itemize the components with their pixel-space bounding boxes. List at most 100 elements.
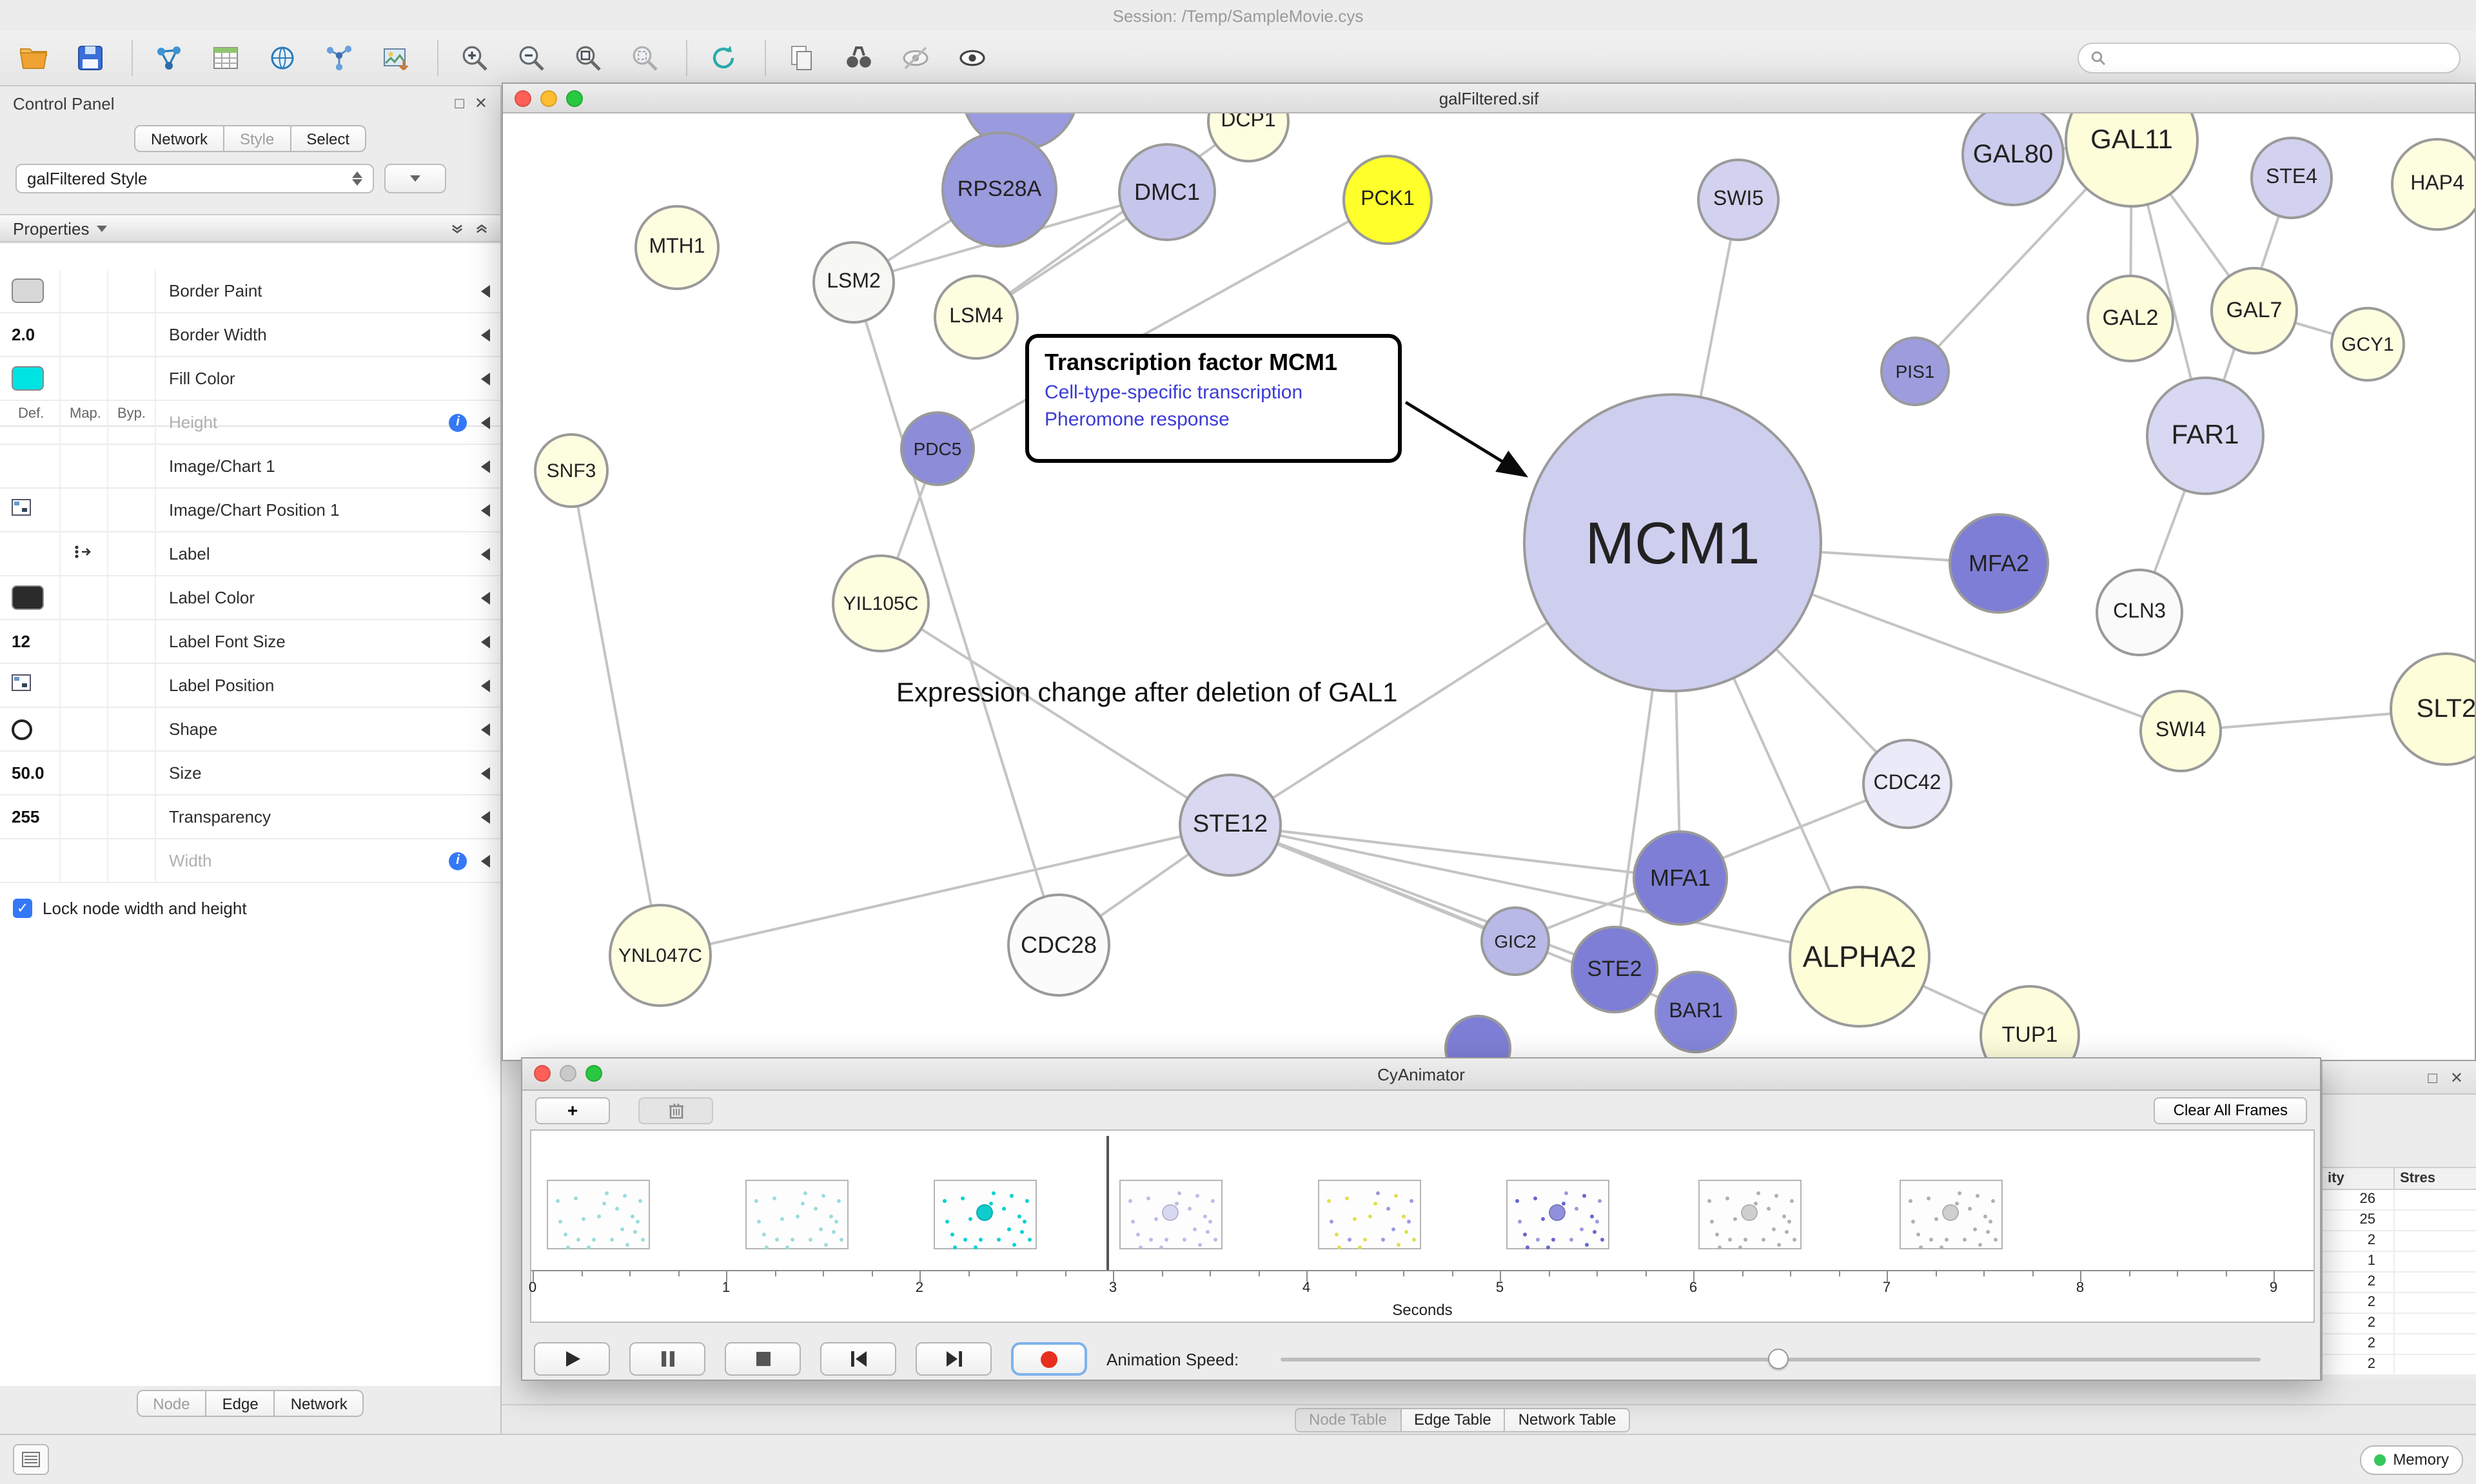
network-node-cdc28[interactable]: CDC28 [1007, 893, 1110, 997]
network-node-mcm1[interactable]: MCM1 [1523, 393, 1822, 692]
close-results-icon[interactable]: ✕ [2450, 1068, 2463, 1086]
network-node-gic2[interactable]: GIC2 [1480, 906, 1550, 976]
property-row-shape[interactable]: Shape [0, 708, 500, 752]
import-table-icon[interactable] [208, 41, 242, 75]
network-node-mfa1[interactable]: MFA1 [1633, 830, 1728, 926]
zoom-out-icon[interactable] [513, 41, 548, 75]
collapse-all-icon[interactable] [476, 222, 487, 234]
expand-row-icon[interactable] [481, 547, 490, 560]
import-network-url-icon[interactable] [264, 41, 299, 75]
close-panel-icon[interactable]: ✕ [474, 94, 487, 112]
duplicate-icon[interactable] [784, 41, 819, 75]
style-options-button[interactable] [384, 164, 446, 193]
network-node-slt2[interactable]: SLT2 [2390, 652, 2475, 766]
pause-button[interactable] [629, 1342, 705, 1376]
network-node-mth1[interactable]: MTH1 [634, 205, 720, 290]
timeline-playhead[interactable] [1106, 1136, 1109, 1270]
network-node-pck1[interactable]: PCK1 [1342, 155, 1433, 245]
expand-row-icon[interactable] [481, 372, 490, 385]
network-node-bar1[interactable]: BAR1 [1655, 971, 1737, 1053]
network-node-gal80[interactable]: GAL80 [1961, 113, 2065, 206]
network-node-dmc1[interactable]: DMC1 [1118, 143, 1216, 241]
annotation-link-2[interactable]: Pheromone response [1045, 409, 1230, 431]
skip-to-start-button[interactable] [820, 1342, 896, 1376]
network-node-lsm2[interactable]: LSM2 [812, 241, 895, 324]
tab-select[interactable]: Select [291, 125, 367, 152]
frame-thumbnail-6[interactable] [1506, 1180, 1609, 1249]
annotation-link-1[interactable]: Cell-type-specific transcription [1045, 382, 1303, 404]
add-frame-button[interactable]: + [535, 1097, 610, 1124]
panel-toggle-button[interactable] [13, 1444, 49, 1475]
animation-speed-slider[interactable] [1280, 1346, 2261, 1372]
expand-row-icon[interactable] [481, 679, 490, 692]
expand-row-icon[interactable] [481, 328, 490, 341]
property-row-label-position[interactable]: Label Position [0, 664, 500, 708]
network-node-far1[interactable]: FAR1 [2146, 376, 2265, 495]
results-row[interactable]: 2 [2323, 1334, 2476, 1355]
info-icon[interactable]: i [449, 852, 467, 870]
property-row-border-paint[interactable]: Border Paint [0, 269, 500, 313]
new-network-icon[interactable] [321, 41, 356, 75]
expand-row-icon[interactable] [481, 503, 490, 516]
network-node-pdc5[interactable]: PDC5 [900, 411, 975, 486]
mapping-icon[interactable] [73, 542, 95, 565]
slider-thumb[interactable] [1767, 1349, 1789, 1369]
network-node-rps28a[interactable]: RPS28A [941, 132, 1057, 248]
property-row-image-chart-1[interactable]: Image/Chart 1 [0, 445, 500, 489]
close-window-icon[interactable] [515, 90, 531, 107]
tab-edge-table[interactable]: Edge Table [1401, 1407, 1506, 1432]
zoom-cyanimator-icon[interactable] [585, 1065, 602, 1082]
tab-network-style[interactable]: Network [275, 1390, 364, 1417]
results-row[interactable]: 2 [2323, 1293, 2476, 1314]
play-button[interactable] [534, 1342, 610, 1376]
network-node-gal2[interactable]: GAL2 [2087, 275, 2174, 362]
results-row[interactable]: 2 [2323, 1273, 2476, 1293]
property-row-image-chart-position-1[interactable]: Image/Chart Position 1 [0, 489, 500, 532]
color-swatch[interactable] [12, 585, 44, 610]
expand-row-icon[interactable] [481, 723, 490, 736]
network-node-cln3[interactable]: CLN3 [2096, 569, 2183, 656]
network-node-snf3[interactable]: SNF3 [534, 433, 609, 508]
results-column-2[interactable]: Stres [2400, 1171, 2436, 1186]
zoom-selected-icon[interactable] [627, 41, 662, 75]
results-row[interactable]: 1 [2323, 1252, 2476, 1273]
results-column-1[interactable]: ity [2323, 1168, 2395, 1189]
network-node-ynl047c[interactable]: YNL047C [609, 904, 712, 1007]
import-network-icon[interactable] [151, 41, 186, 75]
tab-network-table[interactable]: Network Table [1505, 1407, 1631, 1432]
position-icon[interactable] [12, 674, 31, 697]
expand-row-icon[interactable] [481, 591, 490, 604]
ellipse-shape-icon[interactable] [12, 719, 32, 739]
expand-row-icon[interactable] [481, 810, 490, 823]
skip-to-end-button[interactable] [916, 1342, 992, 1376]
results-row[interactable]: 25 [2323, 1211, 2476, 1231]
color-swatch[interactable] [12, 366, 44, 391]
annotation-arrow[interactable] [1404, 400, 1529, 478]
show-all-icon[interactable] [954, 41, 989, 75]
search-neighbors-icon[interactable] [841, 41, 876, 75]
close-cyanimator-icon[interactable] [534, 1065, 551, 1082]
minimize-window-icon[interactable] [540, 90, 557, 107]
network-node-alpha2[interactable]: ALPHA2 [1789, 886, 1931, 1028]
results-row[interactable]: 2 [2323, 1355, 2476, 1376]
properties-header[interactable]: Properties [0, 214, 500, 242]
frame-thumbnail-5[interactable] [1318, 1180, 1421, 1249]
property-row-label-color[interactable]: Label Color [0, 576, 500, 620]
frame-thumbnail-8[interactable] [1900, 1180, 2003, 1249]
network-node-gcy1[interactable]: GCY1 [2330, 307, 2405, 382]
network-node-swi4[interactable]: SWI4 [2139, 690, 2222, 772]
zoom-window-icon[interactable] [566, 90, 583, 107]
tab-node-style[interactable]: Node [136, 1390, 207, 1417]
tab-network[interactable]: Network [133, 125, 224, 152]
cyanimator-titlebar[interactable]: CyAnimator [522, 1059, 2320, 1091]
frame-thumbnail-4[interactable] [1119, 1180, 1223, 1249]
network-node-ste4[interactable]: STE4 [2250, 137, 2333, 219]
network-window-titlebar[interactable]: galFiltered.sif [503, 84, 2475, 113]
color-swatch[interactable] [12, 278, 44, 303]
network-node-yil105c[interactable]: YIL105C [832, 554, 930, 652]
expand-row-icon[interactable] [481, 766, 490, 779]
zoom-in-icon[interactable] [457, 41, 491, 75]
hide-selected-icon[interactable] [898, 41, 932, 75]
